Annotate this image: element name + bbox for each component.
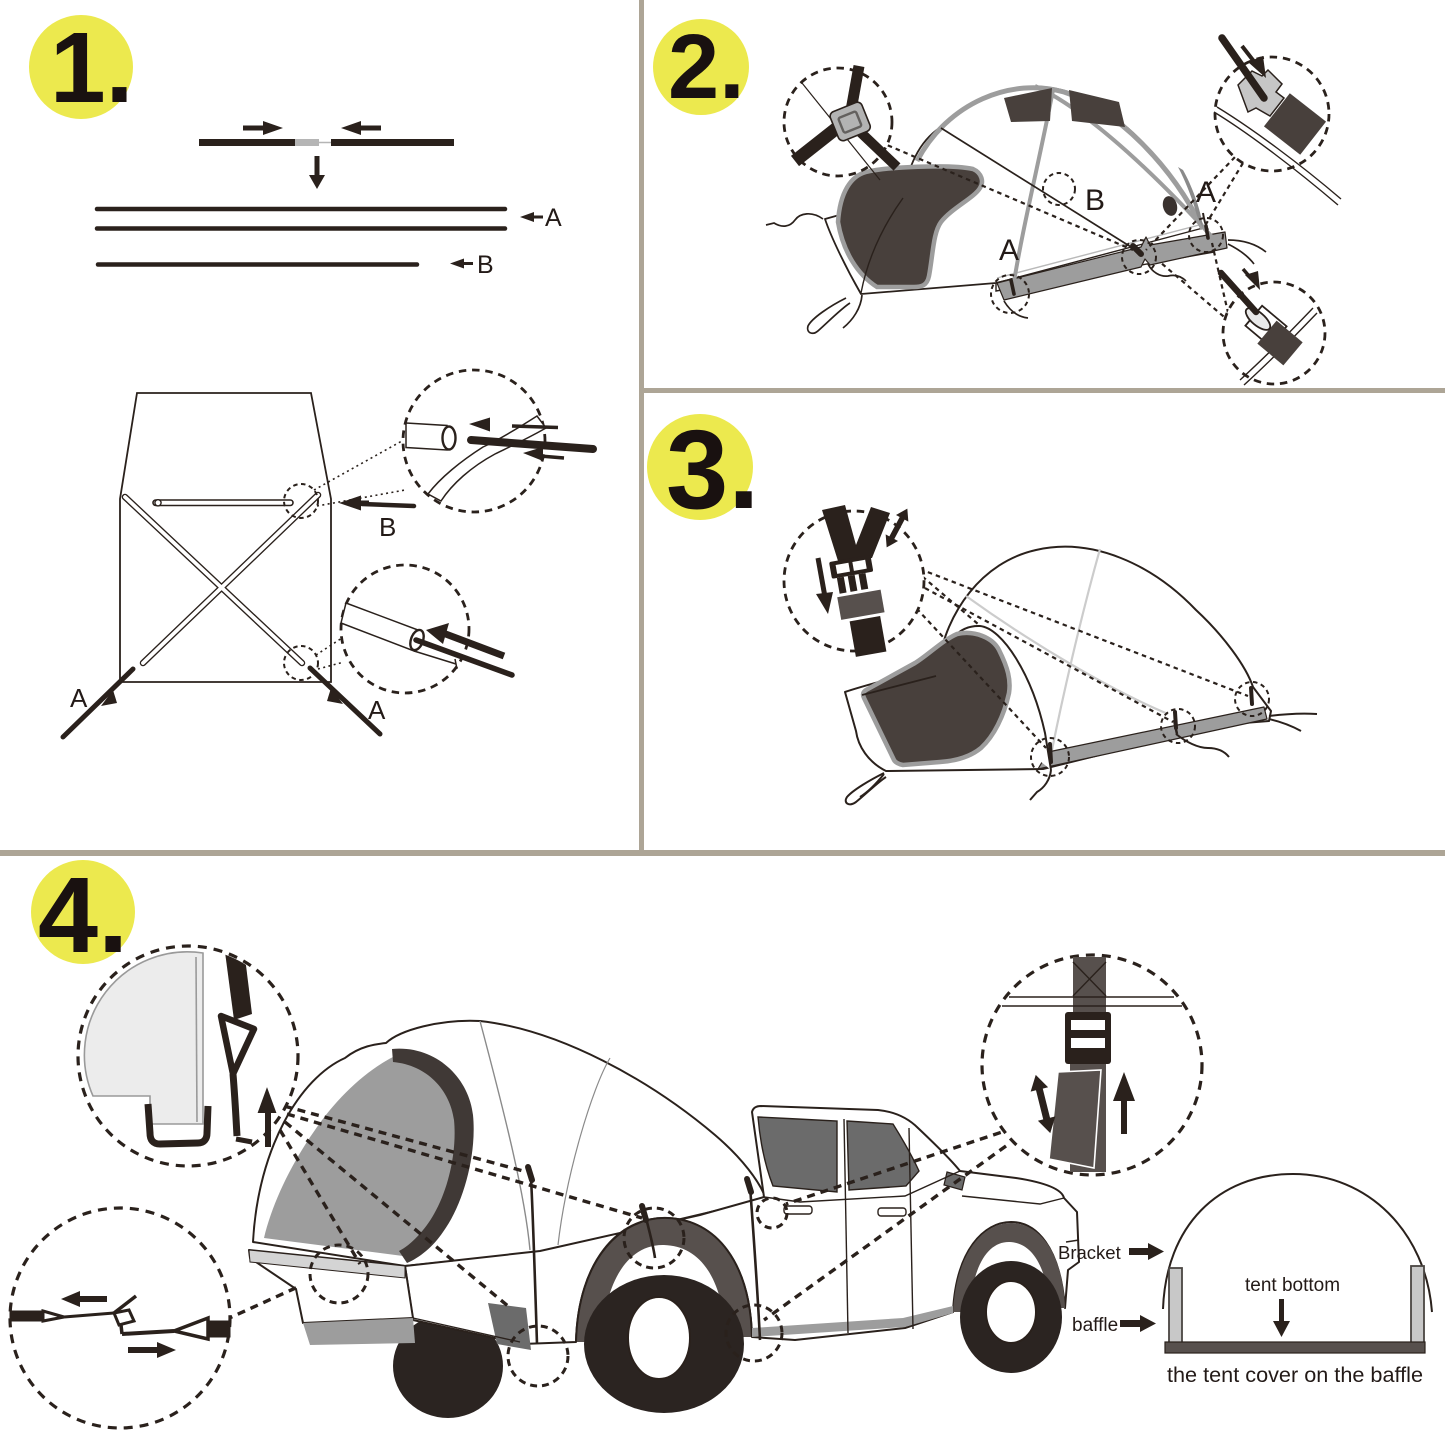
svg-text:baffle: baffle <box>1072 1315 1118 1336</box>
svg-text:3.: 3. <box>666 407 759 532</box>
svg-text:the tent cover on the baffle: the tent cover on the baffle <box>1167 1364 1423 1387</box>
svg-text:A: A <box>545 204 562 232</box>
svg-text:A: A <box>368 695 386 725</box>
svg-text:1.: 1. <box>50 12 133 124</box>
svg-text:tent bottom: tent bottom <box>1245 1275 1340 1296</box>
svg-text:4.: 4. <box>38 854 128 975</box>
svg-text:B: B <box>379 512 396 542</box>
svg-text:B: B <box>477 251 494 279</box>
svg-text:A: A <box>1196 176 1216 209</box>
svg-text:Bracket: Bracket <box>1058 1242 1121 1263</box>
svg-text:2.: 2. <box>668 16 745 118</box>
svg-text:A: A <box>70 683 88 713</box>
svg-text:B: B <box>1085 184 1105 217</box>
svg-text:A: A <box>999 234 1019 267</box>
